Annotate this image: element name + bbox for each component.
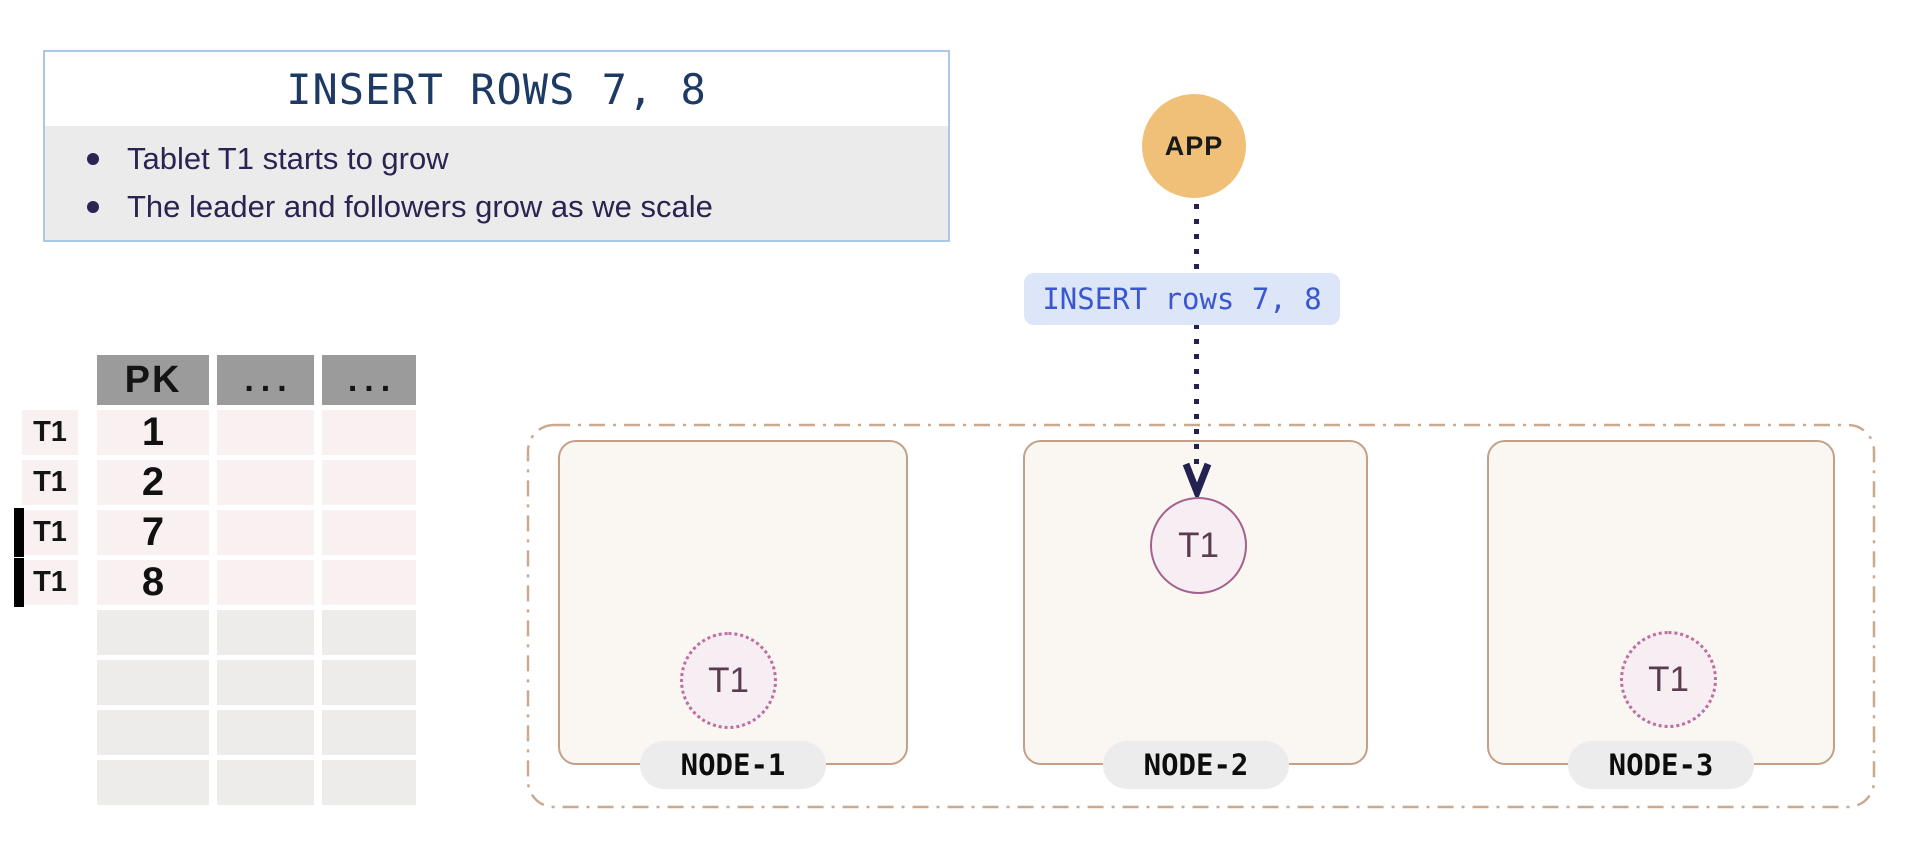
tablet-label: T1	[1178, 525, 1219, 565]
table-empty-row	[97, 760, 416, 805]
table-empty-row	[97, 610, 416, 655]
table-header-ellipsis: ...	[217, 355, 314, 405]
empty-cell	[217, 660, 314, 705]
empty-cell	[97, 610, 209, 655]
empty-cell	[217, 710, 314, 755]
table-row: 8	[97, 560, 416, 605]
table-row: 1	[97, 410, 416, 455]
tablet-row-label: T1	[22, 460, 78, 505]
empty-cell	[322, 510, 416, 555]
pk-cell: 8	[97, 560, 209, 605]
empty-cell	[322, 660, 416, 705]
table-header-pk: PK	[97, 355, 209, 405]
callout-box: INSERT ROWS 7, 8 Tablet T1 starts to gro…	[43, 50, 950, 242]
pk-cell: 7	[97, 510, 209, 555]
table-empty-row	[97, 660, 416, 705]
empty-cell	[322, 710, 416, 755]
table-row: 7	[97, 510, 416, 555]
tablet-row-label-text: T1	[33, 516, 67, 548]
empty-cell	[97, 710, 209, 755]
tablet-follower-node3: T1	[1620, 631, 1717, 728]
empty-cell	[322, 560, 416, 605]
tablet-follower-node1: T1	[680, 632, 777, 729]
bullet-icon	[87, 153, 99, 165]
tablet-row-label: T1	[14, 508, 78, 557]
empty-cell	[322, 610, 416, 655]
inserted-row-marker	[14, 508, 24, 557]
callout-title: INSERT ROWS 7, 8	[45, 52, 948, 126]
empty-cell	[322, 760, 416, 805]
bullet-icon	[87, 201, 99, 213]
callout-bullet: Tablet T1 starts to grow	[87, 141, 948, 177]
inserted-row-marker	[14, 558, 24, 607]
table-row: 2	[97, 460, 416, 505]
tablet-leader-node2: T1	[1150, 497, 1247, 594]
empty-cell	[322, 410, 416, 455]
table-header-ellipsis: ...	[322, 355, 416, 405]
pk-cell: 1	[97, 410, 209, 455]
tablet-label: T1	[708, 660, 749, 700]
app-label: APP	[1164, 130, 1224, 161]
query-label: INSERT rows 7, 8	[1024, 273, 1340, 325]
node-name-pill: NODE-3	[1568, 741, 1754, 789]
empty-cell	[217, 460, 314, 505]
cluster-boundary	[526, 423, 1876, 809]
empty-cell	[217, 760, 314, 805]
tablet-row-label-text: T1	[33, 466, 67, 498]
empty-cell	[97, 760, 209, 805]
pk-cell: 2	[97, 460, 209, 505]
app-node: APP	[1142, 94, 1246, 198]
tablet-row-label: T1	[22, 410, 78, 455]
arrowhead-icon	[1182, 462, 1212, 497]
node-name-pill: NODE-2	[1103, 741, 1289, 789]
table-empty-row	[97, 710, 416, 755]
tablet-row-label-text: T1	[33, 566, 67, 598]
pk-table: PK ... ... 1 2 7 8	[97, 355, 416, 805]
request-arrow-line	[1194, 204, 1199, 466]
tablet-row-label-text: T1	[33, 416, 67, 448]
empty-cell	[217, 560, 314, 605]
table-header-row: PK ... ...	[97, 355, 416, 405]
empty-cell	[97, 660, 209, 705]
empty-cell	[217, 510, 314, 555]
bullet-text: The leader and followers grow as we scal…	[127, 189, 713, 224]
node-name-pill: NODE-1	[640, 741, 826, 789]
bullet-text: Tablet T1 starts to grow	[127, 141, 449, 176]
empty-cell	[217, 410, 314, 455]
empty-cell	[217, 610, 314, 655]
tablet-label: T1	[1648, 659, 1689, 699]
callout-bullet: The leader and followers grow as we scal…	[87, 189, 948, 225]
tablet-row-label: T1	[14, 558, 78, 607]
empty-cell	[322, 460, 416, 505]
callout-body: Tablet T1 starts to grow The leader and …	[45, 126, 948, 240]
